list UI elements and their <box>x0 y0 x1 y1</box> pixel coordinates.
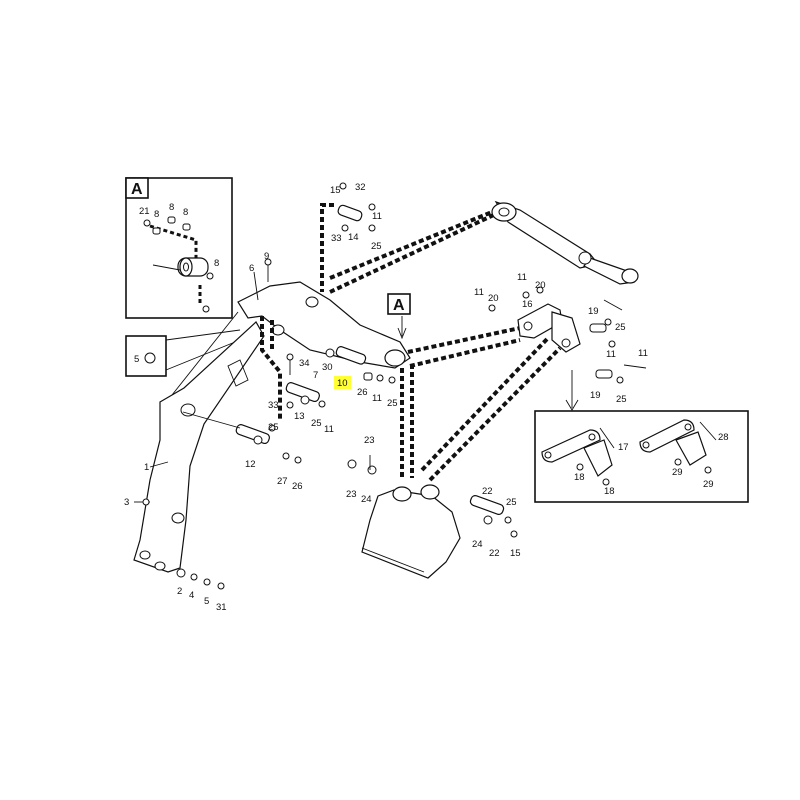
callout-25: 25 <box>371 241 382 252</box>
callout-32: 32 <box>355 182 366 193</box>
pins-hardware <box>134 182 647 590</box>
callout-6: 6 <box>249 263 254 274</box>
callout-14: 14 <box>348 232 359 243</box>
callout-11: 11 <box>517 272 527 283</box>
callout-4: 4 <box>189 590 194 601</box>
callout-25: 25 <box>616 394 627 405</box>
callout-15: 15 <box>510 548 521 559</box>
callout-8: 8 <box>183 207 188 218</box>
callout-5: 5 <box>134 354 139 365</box>
highlight-part-10 <box>334 376 351 389</box>
callout-29: 29 <box>703 479 714 490</box>
boom-a-label: A <box>393 297 405 314</box>
callout-33: 33 <box>268 400 279 411</box>
callout-11: 11 <box>372 393 382 404</box>
callout-25: 25 <box>268 422 279 433</box>
callout-25: 25 <box>387 398 398 409</box>
callout-31: 31 <box>216 602 227 613</box>
inset-a-label: A <box>131 181 143 198</box>
callout-9: 9 <box>264 251 269 262</box>
callout-16: 16 <box>522 299 533 310</box>
dashed-connectors <box>260 203 562 482</box>
callout-25: 25 <box>506 497 517 508</box>
callout-22: 22 <box>482 486 493 497</box>
callout-25: 25 <box>615 322 626 333</box>
callout-20: 20 <box>488 293 499 304</box>
callout-labels: 21 8 8 8 8 32 15 11 33 14 25 9 6 11 20 1… <box>124 182 729 613</box>
bucket <box>361 484 461 579</box>
callout-11: 11 <box>474 287 484 298</box>
callout-29: 29 <box>672 467 683 478</box>
callout-1: 1 <box>144 462 149 473</box>
callout-13: 13 <box>294 411 305 422</box>
boom <box>171 281 411 396</box>
callout-10: 10 <box>337 378 348 389</box>
callout-20: 20 <box>535 280 546 291</box>
bubble-detail-5 <box>125 329 241 377</box>
callout-17: 17 <box>618 442 629 453</box>
boom-detail-a: A <box>387 293 411 315</box>
callout-11: 11 <box>606 349 616 360</box>
callout-25: 25 <box>311 418 322 429</box>
callout-33: 33 <box>331 233 342 244</box>
callout-19: 19 <box>588 306 599 317</box>
callout-28: 28 <box>718 432 729 443</box>
callout-2: 2 <box>177 586 182 597</box>
callout-8: 8 <box>154 209 159 220</box>
inset-detail-linkage <box>534 410 749 503</box>
inset-detail-a: A <box>125 177 233 319</box>
callout-23: 23 <box>346 489 357 500</box>
callout-8: 8 <box>214 258 219 269</box>
callout-18: 18 <box>604 486 615 497</box>
callout-26: 26 <box>292 481 303 492</box>
callout-18: 18 <box>574 472 585 483</box>
callout-19: 19 <box>590 390 601 401</box>
leader-lines <box>149 271 407 468</box>
bucket-linkage <box>517 303 581 411</box>
dipper-arm <box>133 321 265 573</box>
callout-27: 27 <box>277 476 288 487</box>
callout-21: 21 <box>139 206 150 217</box>
callout-5: 5 <box>204 596 209 607</box>
callout-22: 22 <box>489 548 500 559</box>
callout-24: 24 <box>472 539 483 550</box>
callout-24: 24 <box>361 494 372 505</box>
callout-30: 30 <box>322 362 333 373</box>
callout-11: 11 <box>638 348 648 359</box>
boom-cylinder <box>491 200 639 285</box>
callout-8: 8 <box>169 202 174 213</box>
callout-26: 26 <box>357 387 368 398</box>
callout-11: 11 <box>324 424 334 435</box>
callout-23: 23 <box>364 435 375 446</box>
callout-12: 12 <box>245 459 256 470</box>
callout-7: 7 <box>313 370 318 381</box>
callout-15: 15 <box>330 185 341 196</box>
callout-11: 11 <box>372 211 382 222</box>
callout-34: 34 <box>299 358 310 369</box>
callout-3: 3 <box>124 497 129 508</box>
